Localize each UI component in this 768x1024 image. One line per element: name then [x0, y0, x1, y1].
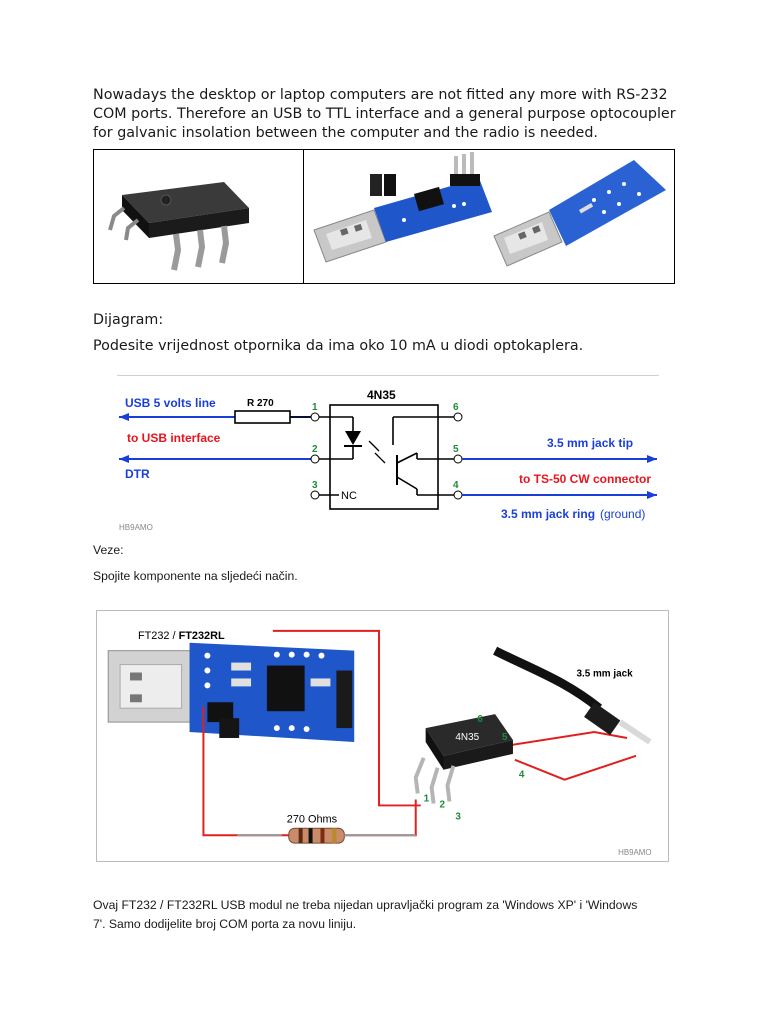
pin-number: 1: [312, 402, 318, 413]
schematic-chip-label: 4N35: [367, 388, 396, 402]
svg-text:FT232 / FT232RL: FT232 / FT232RL: [138, 630, 225, 642]
pin-number: 2: [440, 799, 446, 810]
schematic-resistor: [234, 410, 291, 424]
wiring-title: FT232 /: [138, 630, 179, 642]
diagram-heading: Dijagram:: [93, 312, 164, 328]
outro-line: Ovaj FT232 / FT232RL USB modul ne treba …: [93, 898, 638, 912]
jack-tip-label: 3.5 mm jack tip: [547, 436, 633, 450]
wiring-title-bold: FT232RL: [179, 630, 225, 642]
wiring-diagram: FT232 / FT232RL 270 Ohms 4N35 1 2 3 4 5 …: [96, 610, 669, 862]
pin-number: 1: [424, 793, 430, 804]
wiring-credit: HB9AMO: [618, 848, 651, 857]
schematic-credit: HB9AMO: [119, 523, 153, 532]
connections-heading: Veze:: [93, 543, 124, 557]
pin-number: 2: [312, 444, 318, 455]
pin-number: 6: [477, 714, 483, 725]
pin-number: 4: [453, 480, 459, 491]
pin-number: 6: [453, 402, 459, 413]
resistor-value-label: 270 Ohms: [287, 813, 338, 825]
usb-line-label: USB 5 volts line: [125, 396, 216, 410]
jack-ring-label: 3.5 mm jack ring: [501, 507, 595, 521]
table-divider: [303, 150, 304, 283]
intro-line: COM ports. Therefore an USB to TTL inter…: [93, 106, 676, 122]
usb-ttl-modules-photo: [313, 152, 666, 267]
component-photo-table: [93, 149, 675, 284]
dtr-label: DTR: [125, 467, 150, 481]
diagram-instruction: Podesite vrijednost otpornika da ima oko…: [93, 338, 584, 354]
intro-line: Nowadays the desktop or laptop computers…: [93, 87, 668, 103]
connections-instruction: Spojite komponente na sljedeći način.: [93, 569, 298, 583]
resistor-label: R 270: [247, 398, 274, 409]
outro-line: 7'. Samo dodijelite broj COM porta za no…: [93, 917, 357, 931]
jack-label: 3.5 mm jack: [576, 668, 633, 679]
intro-paragraph: Nowadays the desktop or laptop computers…: [93, 86, 693, 143]
pin-number: 4: [519, 770, 525, 781]
pin-number: 3: [312, 480, 318, 491]
pin-number: 5: [502, 732, 508, 743]
pin-number: 3: [455, 811, 461, 822]
ground-label: (ground): [600, 507, 645, 521]
intro-line: for galvanic insolation between the comp…: [93, 125, 598, 141]
pin-number: 5: [453, 444, 459, 455]
optocoupler-chip-photo: [108, 182, 249, 271]
outro-paragraph: Ovaj FT232 / FT232RL USB modul ne treba …: [93, 896, 683, 934]
nc-label: NC: [341, 490, 357, 502]
to-usb-label: to USB interface: [127, 431, 221, 445]
wiring-chip-label: 4N35: [455, 732, 479, 743]
optocoupler-schematic: 4N35 R 270 USB 5 volts line to USB inter…: [117, 375, 659, 532]
to-ts50-label: to TS-50 CW connector: [519, 472, 651, 486]
